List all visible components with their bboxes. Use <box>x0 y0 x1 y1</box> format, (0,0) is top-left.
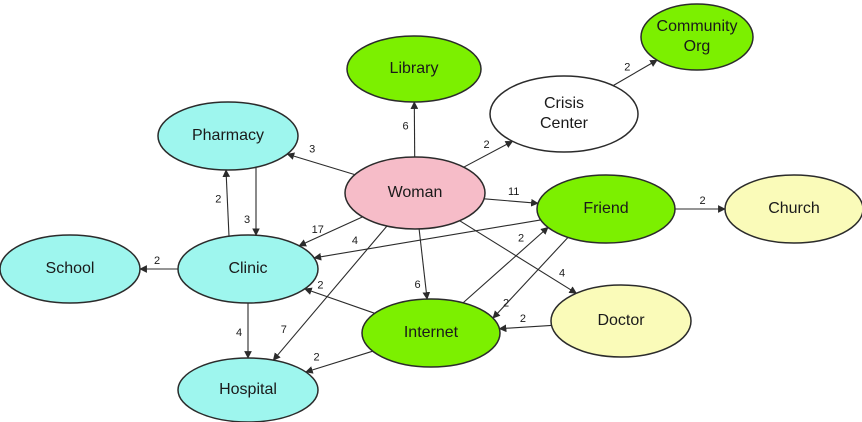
node-label-hospital: Hospital <box>219 381 277 398</box>
edge-label-internet-to-friend: 2 <box>518 232 524 244</box>
node-pharmacy: Pharmacy <box>157 101 299 171</box>
edge-clinic-to-pharmacy <box>222 169 231 237</box>
edge-label-woman-to-library: 6 <box>402 121 408 133</box>
edge-woman-to-doctor <box>459 220 578 294</box>
node-label-clinic: Clinic <box>228 260 267 277</box>
node-label-pharmacy: Pharmacy <box>192 127 264 144</box>
edge-woman-to-friend <box>484 198 539 207</box>
node-church: Church <box>724 174 862 244</box>
node-shape-pharmacy <box>157 101 299 171</box>
node-hospital: Hospital <box>177 357 319 422</box>
node-label-internet: Internet <box>404 324 459 341</box>
edge-internet-to-friend <box>462 226 549 304</box>
edge-woman-to-clinic <box>298 216 363 247</box>
edge-label-woman-to-clinic: 17 <box>312 224 324 236</box>
edge-crisis-center-to-community-org <box>612 59 658 87</box>
edge-label-woman-to-hospital: 7 <box>281 324 287 336</box>
edge-woman-to-pharmacy <box>286 152 355 176</box>
edge-label-friend-to-internet: 2 <box>503 297 509 309</box>
node-label-library: Library <box>390 60 439 77</box>
edge-label-clinic-to-pharmacy: 2 <box>215 194 221 206</box>
edge-internet-to-hospital <box>305 350 373 374</box>
node-shape-school <box>0 234 141 304</box>
node-label-doctor: Doctor <box>597 312 645 329</box>
node-label-crisis-center-line-1: Crisis <box>544 95 584 112</box>
node-friend: Friend <box>536 174 676 244</box>
node-label-church: Church <box>768 200 820 217</box>
edge-label-woman-to-friend: 11 <box>508 186 519 198</box>
edge-label-friend-to-clinic: 4 <box>352 235 358 247</box>
edge-label-internet-to-clinic: 2 <box>317 280 323 292</box>
nodes-layer: WomanLibraryCrisisCenterCommunityOrgPhar… <box>0 3 862 422</box>
edge-woman-to-crisis-center <box>463 140 514 168</box>
edge-label-woman-to-crisis-center: 2 <box>484 139 490 151</box>
edge-label-woman-to-pharmacy: 3 <box>309 144 315 156</box>
node-shape-clinic <box>177 234 319 304</box>
node-label-woman: Woman <box>388 184 443 201</box>
edge-doctor-to-internet <box>498 324 552 333</box>
edge-label-doctor-to-internet: 2 <box>520 313 526 325</box>
node-label-school: School <box>46 260 95 277</box>
node-shape-crisis-center <box>489 75 639 153</box>
node-shape-doctor <box>550 284 692 358</box>
node-doctor: Doctor <box>550 284 692 358</box>
node-shape-church <box>724 174 862 244</box>
node-shape-library <box>346 35 482 103</box>
node-shape-hospital <box>177 357 319 422</box>
edge-label-pharmacy-to-clinic: 3 <box>244 214 250 226</box>
edge-label-woman-to-doctor: 4 <box>559 268 565 280</box>
edge-friend-to-internet <box>492 237 569 319</box>
edge-label-woman-to-internet: 6 <box>414 279 420 291</box>
edge-label-friend-to-church: 2 <box>699 195 705 207</box>
edge-label-clinic-to-school: 2 <box>154 255 160 267</box>
node-shape-friend <box>536 174 676 244</box>
edge-label-crisis-center-to-community-org: 2 <box>624 62 630 74</box>
edge-label-internet-to-hospital: 2 <box>314 351 320 363</box>
node-internet: Internet <box>361 298 501 368</box>
node-woman: Woman <box>344 156 486 230</box>
node-label-community-org-line-1: Community <box>657 18 738 35</box>
node-library: Library <box>346 35 482 103</box>
edge-friend-to-clinic <box>313 219 541 261</box>
node-label-friend: Friend <box>583 200 628 217</box>
node-clinic: Clinic <box>177 234 319 304</box>
node-shape-woman <box>344 156 486 230</box>
node-label-crisis-center-line-2: Center <box>540 115 589 132</box>
edge-internet-to-clinic <box>304 287 375 314</box>
node-label-community-org-line-2: Org <box>684 38 711 55</box>
node-school: School <box>0 234 141 304</box>
node-shape-internet <box>361 298 501 368</box>
node-shape-community-org <box>640 3 754 71</box>
edge-label-clinic-to-hospital: 4 <box>236 327 242 339</box>
